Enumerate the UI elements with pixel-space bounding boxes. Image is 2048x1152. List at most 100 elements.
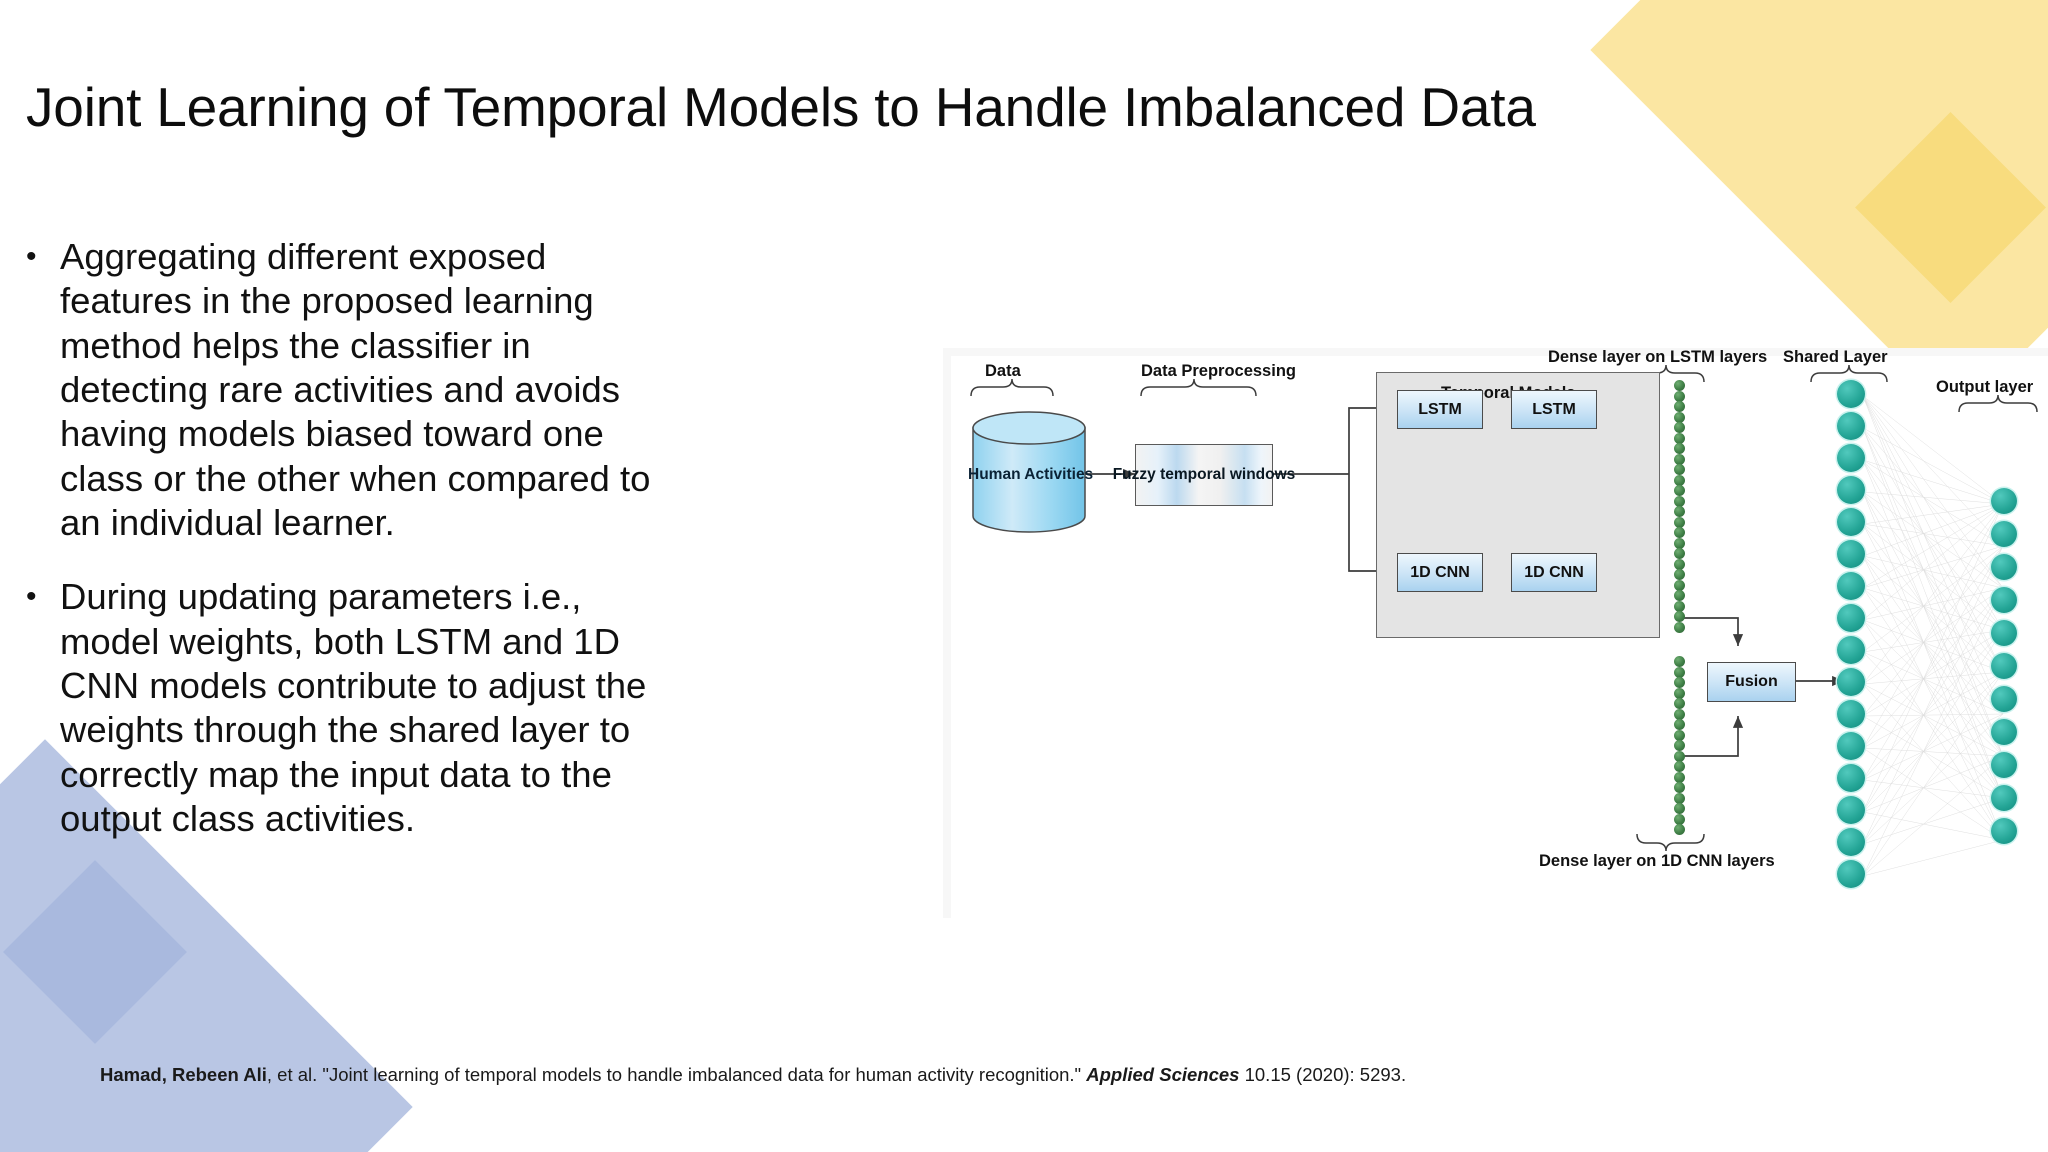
dense-layer-dot	[1674, 666, 1685, 678]
neuron-node	[1837, 796, 1865, 824]
dense-layer-dot	[1674, 411, 1685, 423]
neuron-node	[1837, 508, 1865, 536]
neuron-node	[1991, 719, 2017, 745]
bullet-list: • Aggregating different exposed features…	[26, 235, 686, 871]
dense-layer-dot	[1674, 380, 1685, 391]
figure-label-data: Data	[985, 362, 1021, 380]
neuron-node	[1837, 636, 1865, 664]
lstm-box-1: LSTM	[1397, 390, 1483, 429]
dense-layer-dot	[1674, 792, 1685, 804]
dense-layer-dot	[1674, 432, 1685, 444]
neuron-node	[1837, 764, 1865, 792]
decoration-blue-diamond	[3, 860, 187, 1044]
neuron-node	[1837, 700, 1865, 728]
dense-layer-dot	[1674, 590, 1685, 601]
figure-label-data-preprocessing: Data Preprocessing	[1141, 362, 1296, 380]
neuron-node	[1837, 860, 1865, 888]
neuron-node	[1991, 488, 2017, 514]
dense-layer-dot	[1674, 782, 1685, 793]
dense-layer-dot	[1674, 474, 1685, 486]
dense-layer-dot	[1674, 677, 1685, 688]
cnn-box-1-label: 1D CNN	[1410, 563, 1470, 581]
neuron-node	[1837, 476, 1865, 504]
architecture-figure: Data Data Preprocessing Dense layer on L…	[943, 348, 2048, 918]
dense-layer-dot	[1674, 771, 1685, 783]
list-item: • Aggregating different exposed features…	[26, 235, 686, 545]
cnn-box-1: 1D CNN	[1397, 553, 1483, 592]
dense-layer-dot	[1674, 600, 1685, 612]
neuron-node	[1837, 572, 1865, 600]
fusion-box: Fusion	[1707, 662, 1796, 702]
neuron-node	[1837, 732, 1865, 760]
citation-middle: , et al. "Joint learning of temporal mod…	[266, 1064, 1087, 1085]
neuron-node	[1991, 818, 2017, 844]
figure-label-shared-layer: Shared Layer	[1783, 348, 1888, 366]
dense-layer-dot	[1674, 485, 1685, 496]
citation: Hamad, Rebeen Ali, et al. "Joint learnin…	[100, 1063, 1980, 1087]
figure-label-dense-lstm: Dense layer on LSTM layers	[1548, 348, 1768, 366]
dense-layer-dot	[1674, 824, 1685, 835]
dense-layer-dot	[1674, 803, 1685, 814]
neuron-node	[1991, 686, 2017, 712]
citation-journal: Applied Sciences	[1086, 1064, 1240, 1085]
dense-layer-dot	[1674, 698, 1685, 709]
neuron-node	[1991, 554, 2017, 580]
lstm-box-2-label: LSTM	[1532, 400, 1576, 418]
dense-layer-dot	[1674, 569, 1685, 580]
dense-layer-dot	[1674, 506, 1685, 517]
preprocessing-box: Fuzzy temporal windows	[1113, 444, 1295, 506]
dense-layer-dot	[1674, 537, 1685, 549]
cnn-box-2: 1D CNN	[1511, 553, 1597, 592]
bullet-marker-icon: •	[26, 580, 37, 614]
dense-layer-dot	[1674, 708, 1685, 720]
dense-layer-dot	[1674, 527, 1685, 538]
dense-layer-dot	[1674, 656, 1685, 667]
neuron-node	[1837, 540, 1865, 568]
slide-title: Joint Learning of Temporal Models to Han…	[26, 76, 1536, 138]
dense-layer-dot	[1674, 443, 1685, 454]
database-cylinder-shape	[972, 411, 1086, 533]
figure-connector-graphics	[970, 364, 2038, 877]
dense-layer-dot	[1674, 750, 1685, 762]
figure-label-dense-cnn: Dense layer on 1D CNN layers	[1539, 852, 1775, 870]
fusion-label: Fusion	[1725, 673, 1778, 690]
neuron-node	[1837, 380, 1865, 408]
figure-inner-canvas: Data Data Preprocessing Dense layer on L…	[951, 348, 2048, 918]
preprocessing-label: Fuzzy temporal windows	[1112, 466, 1296, 483]
lstm-box-1-label: LSTM	[1418, 400, 1462, 418]
bullet-marker-icon: •	[26, 240, 37, 273]
dense-layer-dot	[1674, 687, 1685, 699]
bullet-text: Aggregating different exposed features i…	[60, 236, 651, 544]
neuron-node	[1837, 604, 1865, 632]
dense-layer-dot	[1674, 729, 1685, 741]
neuron-node	[1991, 752, 2017, 778]
neuron-node	[1991, 653, 2017, 679]
dense-layer-dot	[1674, 422, 1685, 433]
dense-layer-dot	[1674, 516, 1685, 528]
lstm-box-2: LSTM	[1511, 390, 1597, 429]
dense-layer-dot	[1674, 813, 1685, 825]
dense-layer-dot	[1674, 464, 1685, 475]
citation-tail: 10.15 (2020): 5293.	[1239, 1064, 1407, 1085]
dense-layer-dot	[1674, 611, 1685, 622]
neuron-node	[1991, 620, 2017, 646]
dense-layer-dot	[1674, 740, 1685, 751]
dense-layer-dot	[1674, 558, 1685, 570]
figure-label-output-layer: Output layer	[1936, 378, 2034, 396]
bullet-text: During updating parameters i.e., model w…	[60, 576, 647, 840]
neuron-node	[1991, 587, 2017, 613]
decoration-yellow-diamond	[1855, 112, 2046, 303]
dense-layer-dot	[1674, 495, 1685, 507]
neuron-node	[1837, 828, 1865, 856]
neuron-node	[1991, 785, 2017, 811]
dense-layer-dot	[1674, 390, 1685, 402]
neuron-node	[1837, 444, 1865, 472]
cnn-box-2-label: 1D CNN	[1524, 563, 1584, 581]
list-item: • During updating parameters i.e., model…	[26, 575, 686, 841]
database-label: Human Activities	[968, 466, 1094, 483]
dense-layer-dot	[1674, 719, 1685, 730]
dense-layer-dot	[1674, 548, 1685, 559]
dense-layer-dot	[1674, 761, 1685, 772]
citation-authors: Hamad, Rebeen Ali	[100, 1064, 267, 1085]
